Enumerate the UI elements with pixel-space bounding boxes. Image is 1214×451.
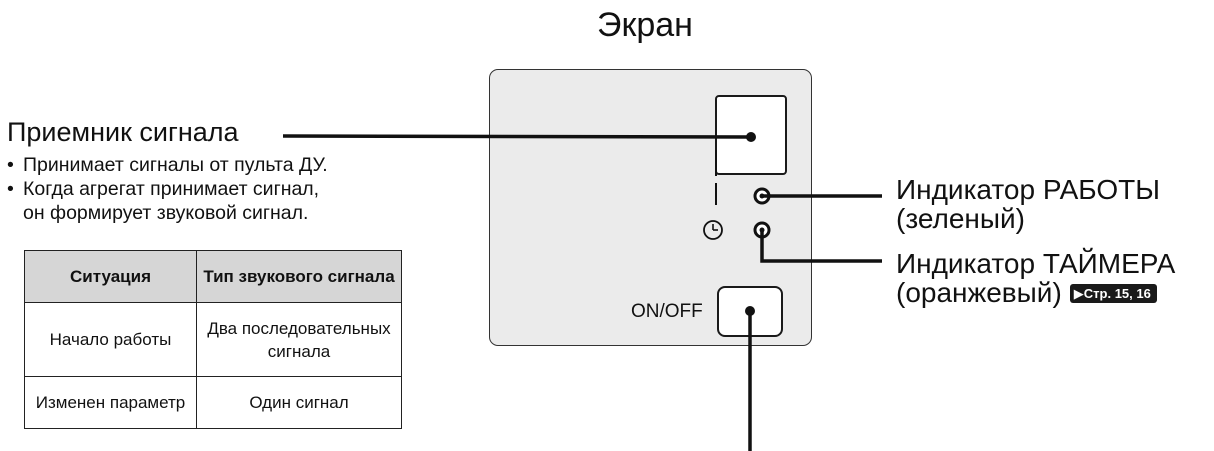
page-reference-badge[interactable]: ▶Стр. 15, 16 [1069,284,1157,303]
receiver-description: Принимает сигналы от пульта ДУ. Когда аг… [7,153,328,225]
receiver-title: Приемник сигнала [7,117,239,147]
beep-table: Ситуация Тип звукового сигнала Начало ра… [24,250,402,429]
timer-indicator-color: (оранжевый) [896,277,1062,308]
receiver-bullet-1: Принимает сигналы от пульта ДУ. [7,153,328,177]
table-header-beep-type: Тип звукового сигнала [196,250,402,303]
table-cell-beep: Один сигнал [196,376,402,429]
table-row: Изменен параметр Один сигнал [24,376,402,429]
onoff-label: ON/OFF [631,301,703,322]
receiver-bullet-2-continued: он формирует звуковой сигнал. [23,202,309,224]
table-cell-situation: Начало работы [24,302,197,377]
table-cell-beep: Два последовательных сигнала [196,302,402,377]
timer-indicator-color-line: (оранжевый) ▶Стр. 15, 16 [896,278,1175,307]
page-reference-text: Стр. 15, 16 [1083,286,1151,301]
triangle-right-icon: ▶ [1073,286,1084,301]
timer-indicator-title: Индикатор ТАЙМЕРА [896,248,1176,279]
timer-indicator-callout: Индикатор ТАЙМЕРА (оранжевый) ▶Стр. 15, 1… [896,249,1175,307]
signal-receiver-window [715,95,787,175]
receiver-bullet-2: Когда агрегат принимает сигнал, [7,177,328,201]
table-row: Начало работы Два последовательных сигна… [24,302,402,377]
screen-title: Экран [597,6,693,44]
table-header-situation: Ситуация [24,250,197,303]
onoff-button[interactable] [717,286,783,337]
run-indicator-color: (зеленый) [896,203,1025,234]
table-cell-situation: Изменен параметр [24,376,197,429]
run-indicator-title: Индикатор РАБОТЫ [896,174,1161,205]
run-indicator-callout: Индикатор РАБОТЫ (зеленый) [896,175,1160,233]
